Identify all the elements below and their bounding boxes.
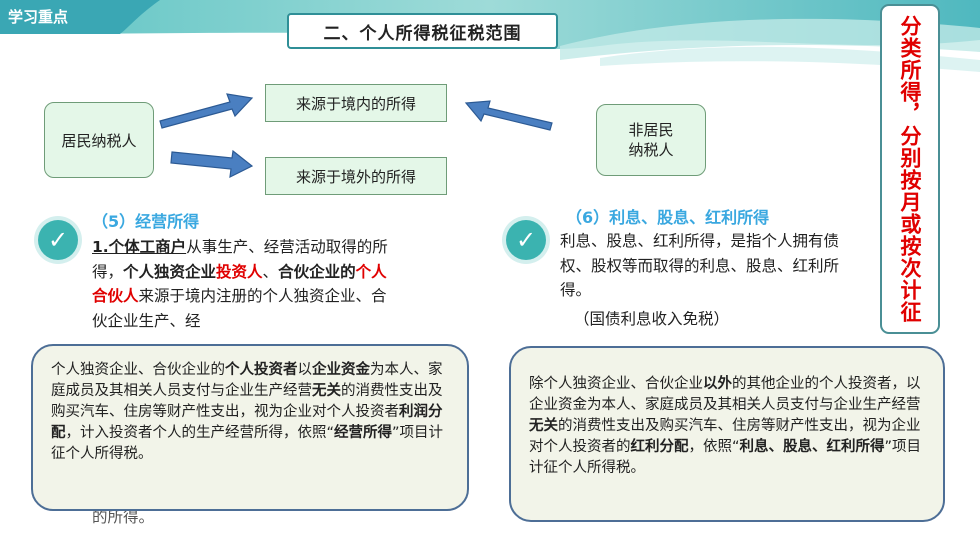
section-6-paragraph: 利息、股息、红利所得，是指个人拥有债权、股权等而取得的利息、股息、红利所得。: [560, 232, 840, 299]
section-5-title: （5）经营所得: [92, 212, 200, 231]
arrow-nonresident-to-domestic: [464, 100, 553, 131]
side-banner-text: 分类所得，分别按月或按次计征: [898, 15, 922, 323]
note-box-right: 除个人独资企业、合伙企业以外的其他企业的个人投资者，以企业资金为本人、家庭成员及…: [509, 346, 945, 522]
foreign-income-box: 来源于境外的所得: [265, 157, 447, 195]
section-5-hidden-tail: 的所得。: [92, 508, 155, 526]
section-6-title: （6）利息、股息、红利所得: [566, 208, 770, 227]
section-6-exempt-note: （国债利息收入免税）: [574, 310, 730, 328]
side-banner: 分类所得，分别按月或按次计征: [880, 4, 940, 334]
check-icon: ✓: [38, 220, 78, 260]
note-box-left: 个人独资企业、合伙企业的个人投资者以企业资金为本人、家庭成员及其相关人员支付与企…: [31, 344, 469, 511]
resident-taxpayer-box: 居民纳税人: [44, 102, 154, 178]
section-5-paragraph: 1.个体工商户从事生产、经营活动取得的所得，个人独资企业投资人、合伙企业的个人合…: [92, 238, 388, 330]
study-focus-tag: 学习重点: [8, 8, 69, 26]
nonresident-taxpayer-box: 非居民 纳税人: [596, 104, 706, 176]
check-icon: ✓: [506, 220, 546, 260]
arrow-resident-to-foreign: [170, 149, 254, 179]
domestic-income-box: 来源于境内的所得: [265, 84, 447, 122]
lead-term: 1.个体工商户: [92, 238, 187, 256]
page-title: 二、个人所得税征税范围: [287, 13, 558, 49]
nonresident-line1: 非居民: [628, 121, 674, 139]
nonresident-line2: 纳税人: [628, 141, 674, 159]
arrow-resident-to-domestic: [159, 93, 254, 129]
